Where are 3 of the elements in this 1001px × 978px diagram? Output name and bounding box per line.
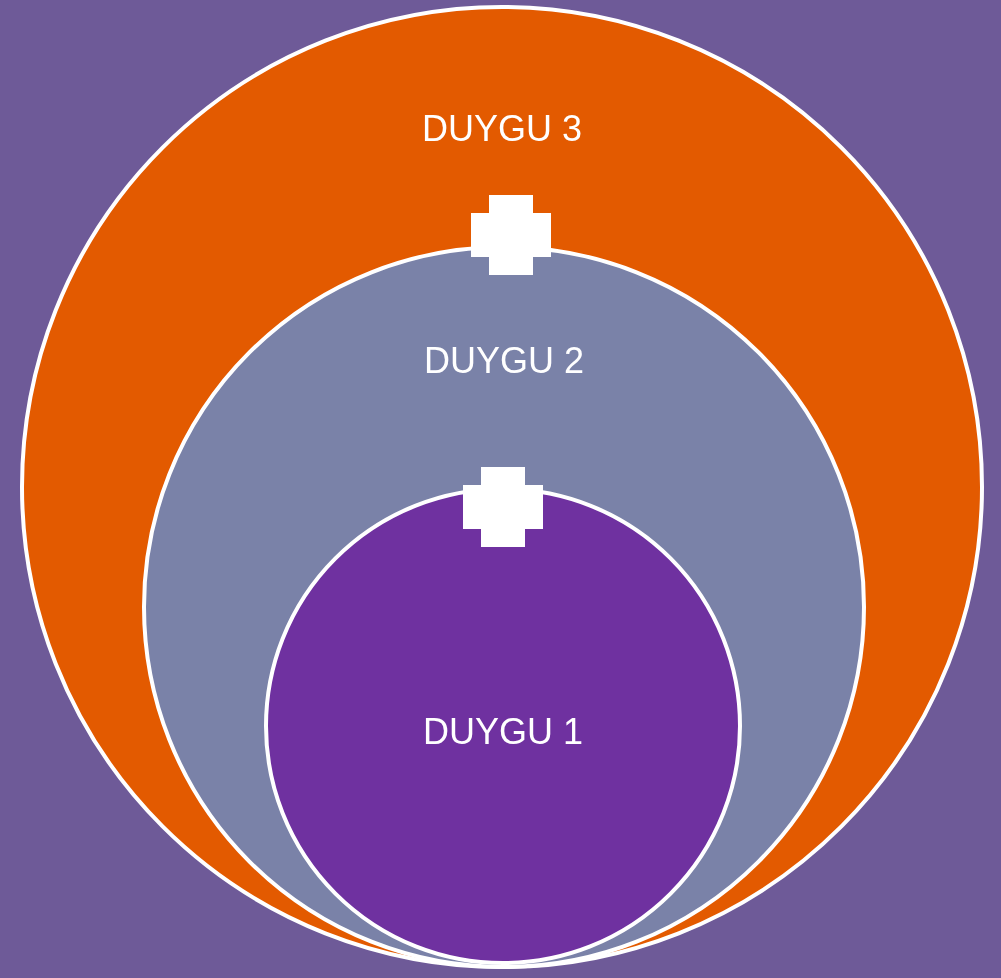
circle-label: DUYGU 1 bbox=[422, 712, 584, 752]
circle-label: DUYGU 3 bbox=[421, 109, 583, 149]
circle-label: DUYGU 2 bbox=[423, 341, 585, 381]
